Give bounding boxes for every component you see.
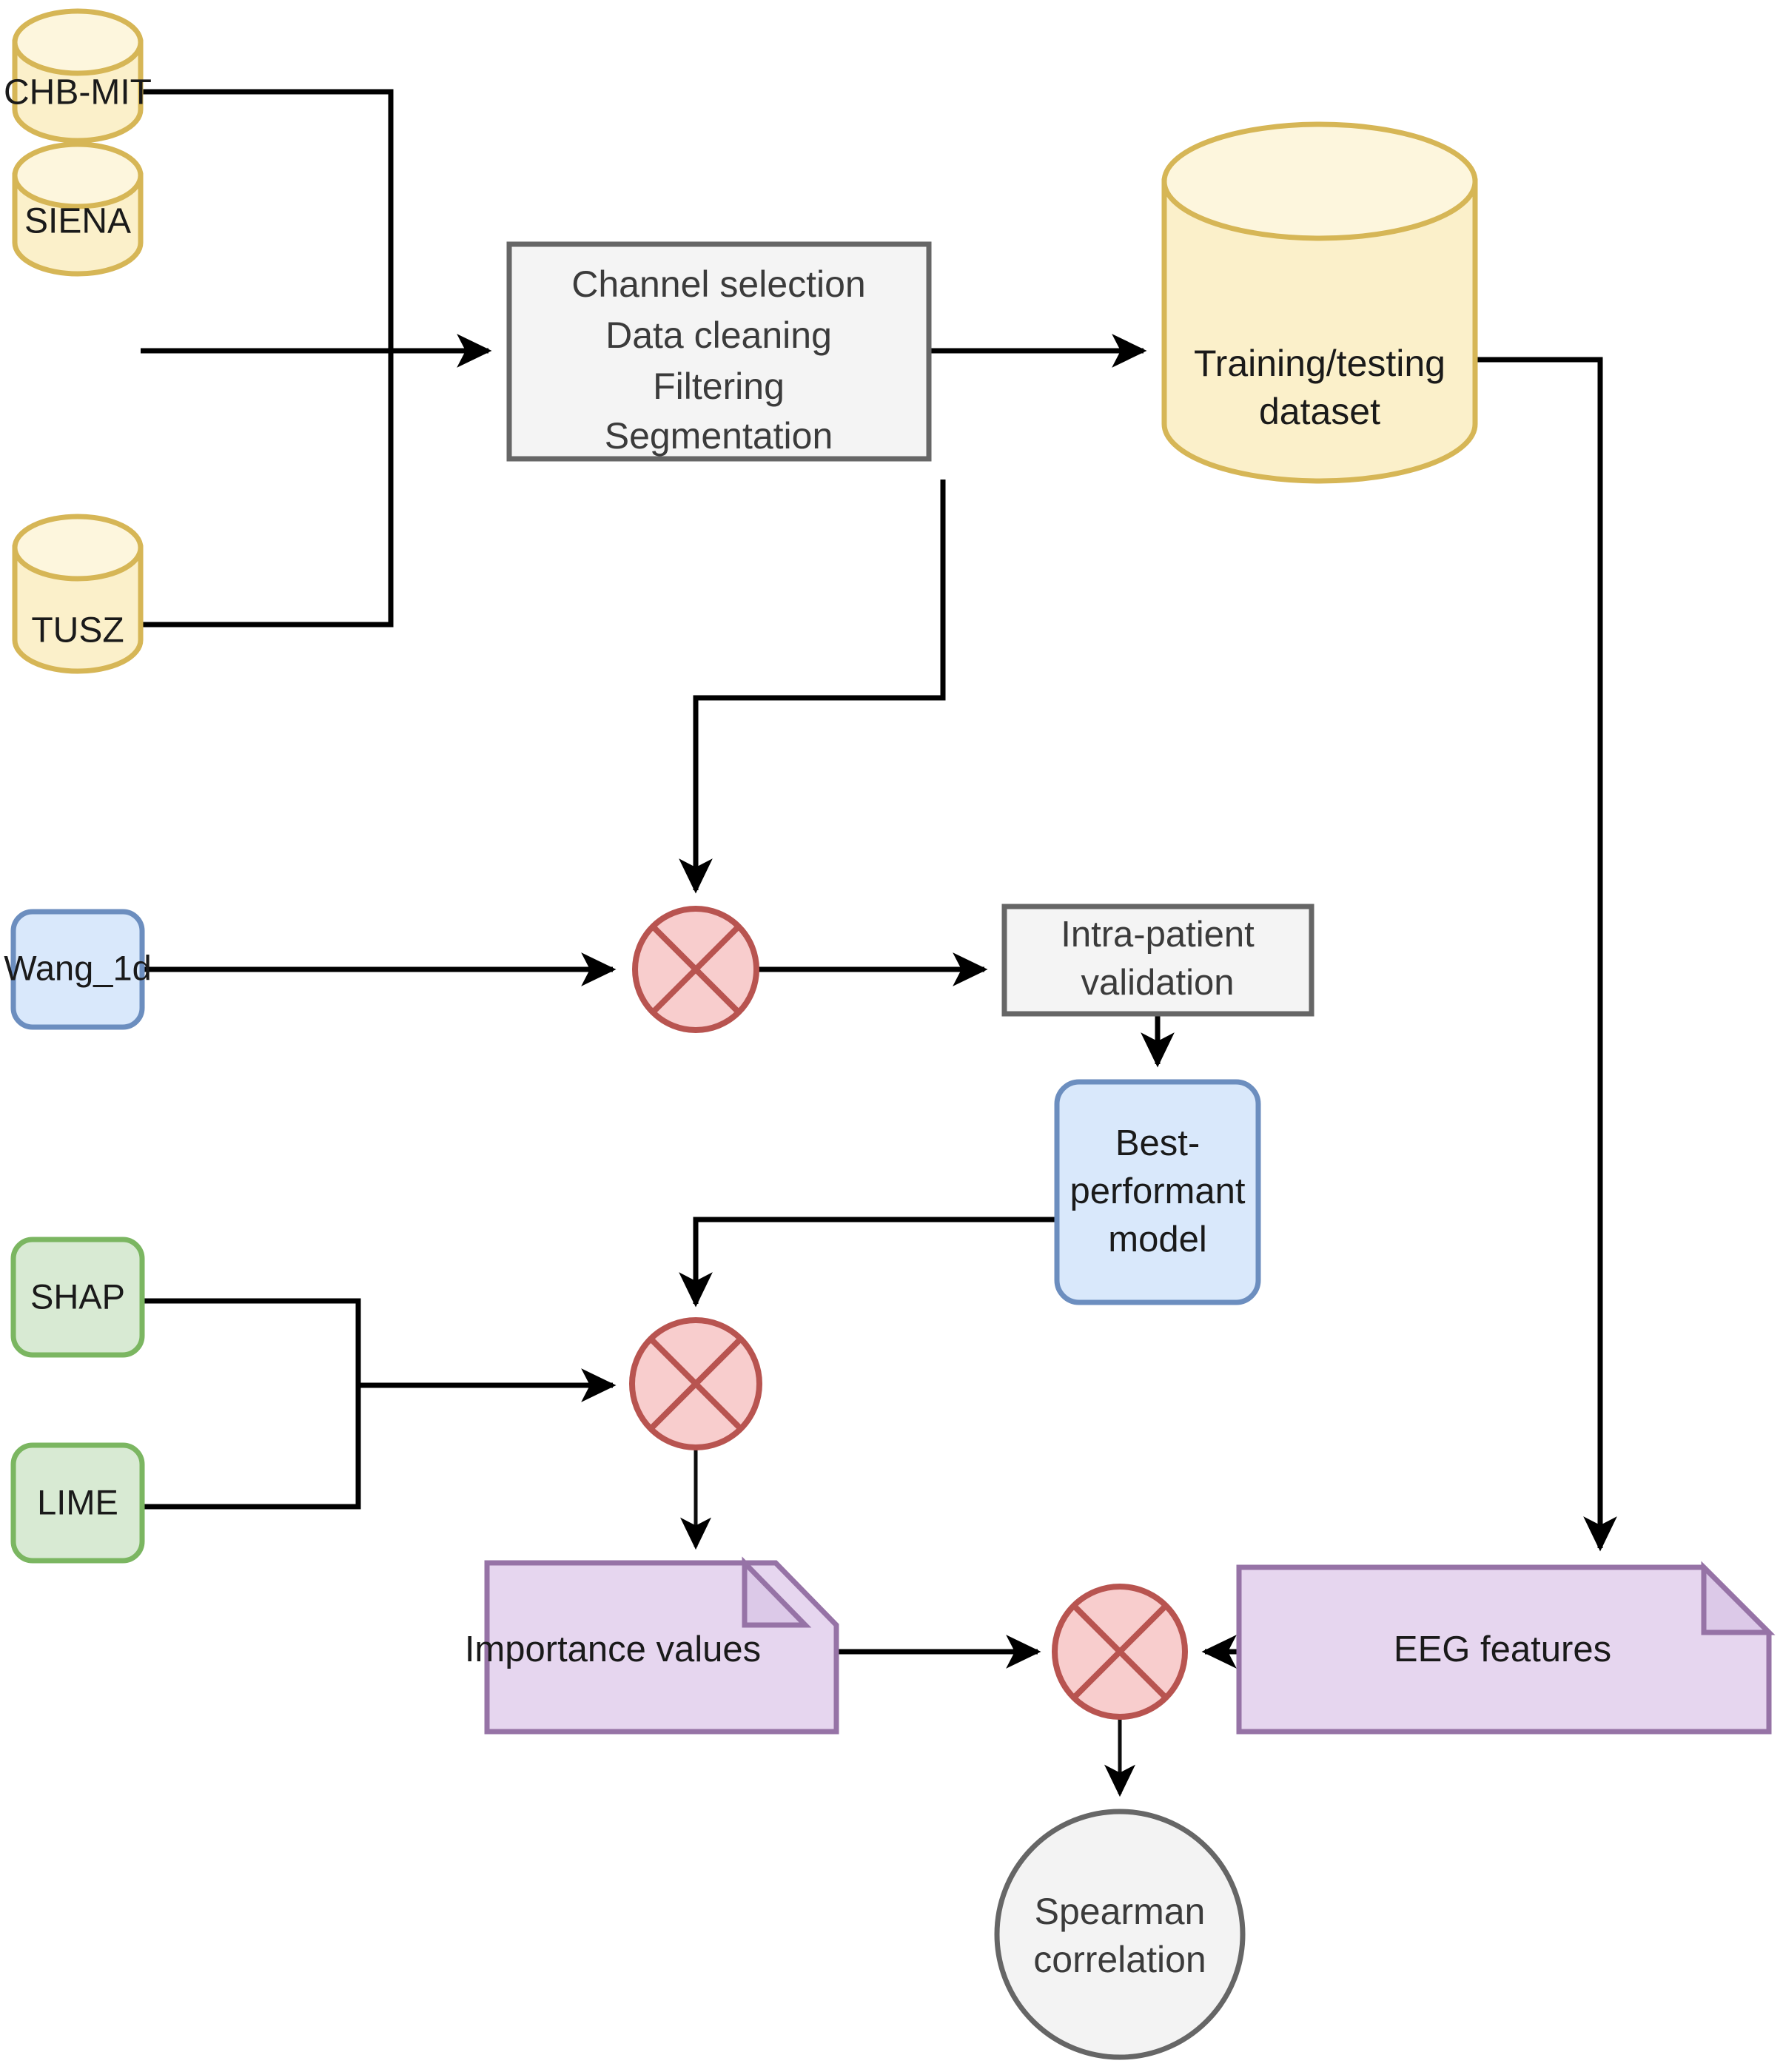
xai-lime-label: LIME — [37, 1482, 118, 1521]
dataset-training-label-2: dataset — [1259, 391, 1380, 432]
node-intra-patient-validation[interactable]: Intra-patient validation — [1001, 904, 1314, 1017]
node-merge-one[interactable] — [632, 906, 759, 1033]
dataset-tusz-label: TUSZ — [31, 611, 124, 650]
node-spearman-correlation[interactable]: Spearman correlation — [994, 1809, 1246, 2060]
preprocessing-line-1: Channel selection — [571, 263, 866, 305]
validation-line-2: validation — [1081, 963, 1234, 1003]
model-wang1d-label: Wang_1d — [4, 948, 151, 987]
node-importance-values[interactable]: Importance values — [465, 1556, 839, 1735]
preprocessing-line-2: Data cleaning — [605, 314, 832, 356]
importance-values-label: Importance values — [465, 1629, 761, 1669]
edge-lime-to-junction — [142, 1385, 361, 1510]
edge-dataset-to-eeg-features — [1474, 357, 1617, 1552]
node-dataset-siena[interactable]: SIENA — [12, 141, 144, 277]
dataset-siena-label: SIENA — [24, 202, 131, 241]
dataset-training-label-1: Training/testing — [1194, 343, 1445, 384]
validation-line-1: Intra-patient — [1061, 915, 1255, 955]
preprocessing-line-4: Segmentation — [605, 415, 833, 457]
node-eeg-features[interactable]: EEG features — [1236, 1561, 1776, 1735]
node-merge-three[interactable] — [1052, 1584, 1188, 1720]
node-xai-lime[interactable]: LIME — [10, 1442, 145, 1564]
node-merge-two[interactable] — [629, 1317, 762, 1450]
preprocessing-line-3: Filtering — [653, 366, 785, 407]
node-xai-shap[interactable]: SHAP — [10, 1237, 145, 1358]
spearman-line-2: correlation — [1033, 1939, 1206, 1980]
edge-best-model-to-merge-two — [679, 1217, 1057, 1308]
edge-dataset-to-merge-one — [679, 480, 946, 894]
node-training-testing-dataset[interactable]: Training/testing dataset — [1161, 121, 1478, 484]
node-model-wang1d[interactable]: Wang_1d — [4, 909, 152, 1030]
node-best-performant-model[interactable]: Best- performant model — [1054, 1079, 1261, 1305]
edge-shap-to-junction — [142, 1298, 361, 1385]
best-model-line-2: performant — [1070, 1171, 1246, 1211]
node-dataset-tusz[interactable]: TUSZ — [12, 514, 144, 674]
spearman-line-1: Spearman — [1035, 1891, 1206, 1932]
best-model-line-3: model — [1108, 1220, 1206, 1259]
xai-shap-label: SHAP — [30, 1276, 125, 1316]
eeg-features-label: EEG features — [1394, 1629, 1611, 1669]
dataset-chbmit-label: CHB-MIT — [4, 73, 152, 112]
node-preprocessing[interactable]: Channel selection Data cleaning Filterin… — [506, 241, 932, 462]
edge-chbmit-to-junction — [141, 89, 394, 351]
edge-tusz-to-junction — [141, 351, 394, 628]
node-dataset-chbmit[interactable]: CHB-MIT — [4, 8, 152, 144]
best-model-line-1: Best- — [1115, 1123, 1200, 1163]
